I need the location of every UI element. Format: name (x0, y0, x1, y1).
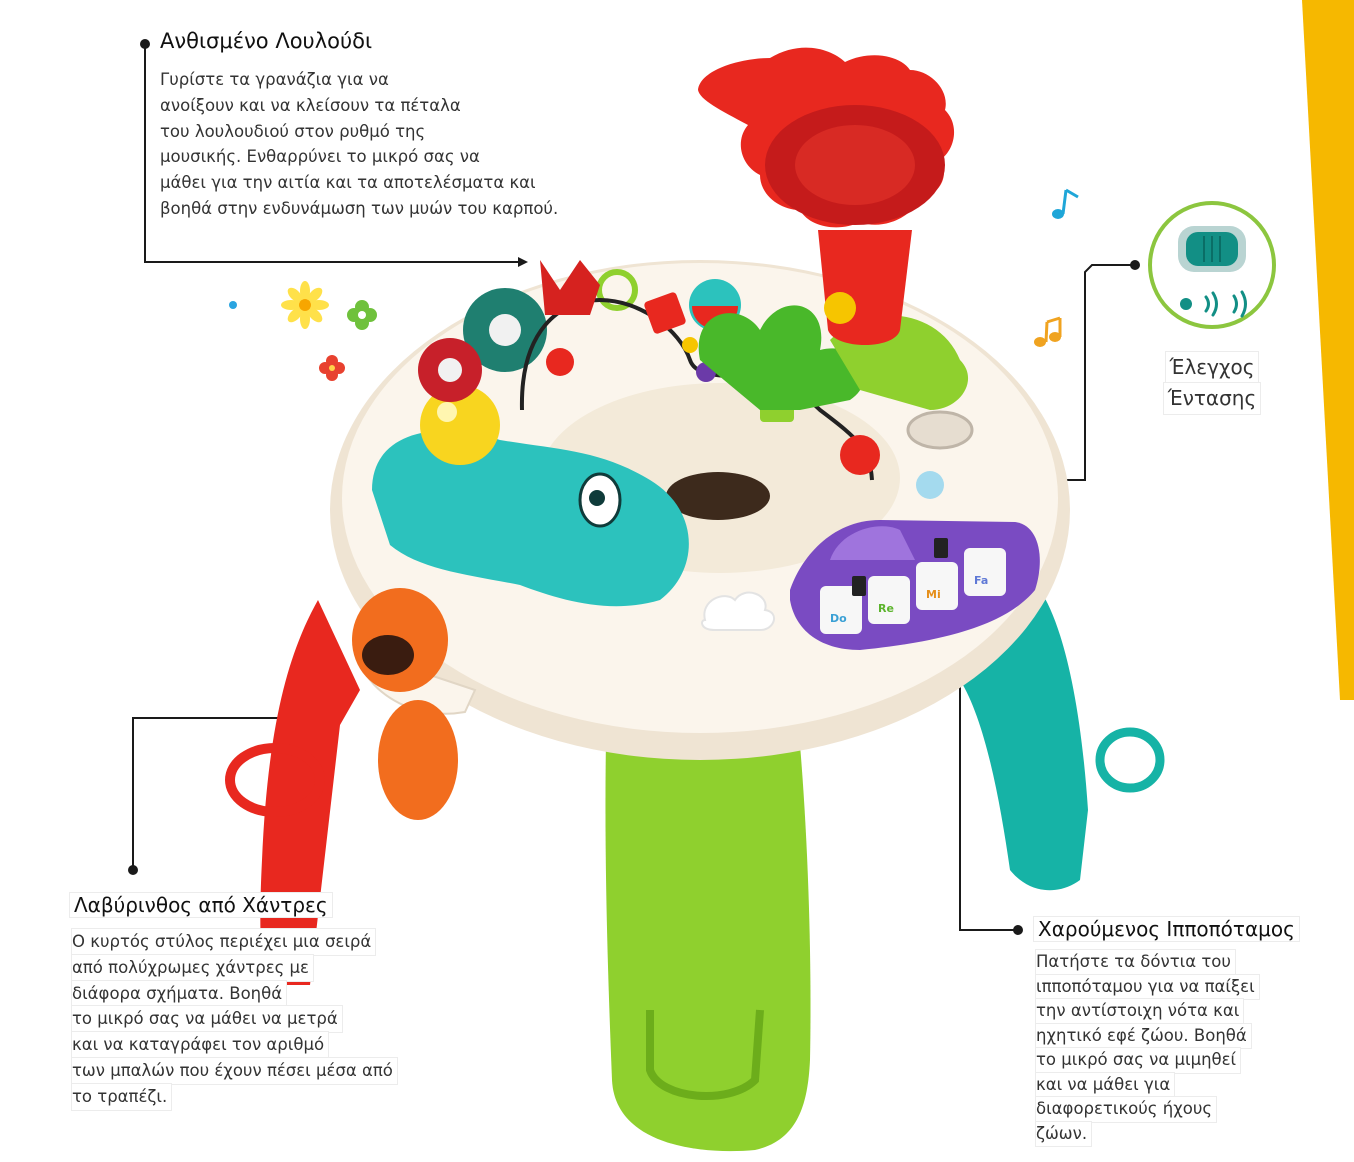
beads-description-line: Ο κυρτός στύλος περιέχει μια σειρά (72, 929, 376, 955)
hippo-description-line: ζώων. (1036, 1121, 1092, 1146)
beads-description-line: το μικρό σας να μάθει να μετρά (72, 1006, 342, 1033)
hippo-description-line: διαφορετικούς ήχους (1036, 1097, 1217, 1122)
monkey-toy (352, 588, 458, 820)
flower-description-line: ανοίξουν και να κλείσουν τα πέταλα (160, 95, 461, 115)
volume-label-line: Έλεγχος (1165, 352, 1259, 383)
yellow-accent-bar (1302, 0, 1354, 700)
flower-description-line: του λουλουδιού στον ρυθμό της (160, 121, 426, 141)
hippo-description-line: ηχητικό εφέ ζώου. Βοηθά (1036, 1023, 1251, 1048)
dot-decoration (229, 301, 237, 309)
hippo-title: Χαρούμενος Ιπποπόταμος (1034, 917, 1299, 941)
music-note-icon (1034, 316, 1062, 347)
beads-description-line: από πολύχρωμες χάντρες με (72, 954, 313, 981)
beads-description-line: το τραπέζι. (72, 1083, 172, 1110)
arrow-head-icon (518, 257, 528, 267)
gears (418, 269, 638, 402)
piano-key-do: Do (830, 612, 847, 625)
hippo-description-line: και να μάθει για (1036, 1072, 1175, 1097)
flower-toy (698, 47, 969, 410)
hippo-piano-toy (790, 471, 1040, 650)
music-note-icon (1052, 188, 1079, 219)
sun-flower-icon (281, 281, 329, 329)
volume-control-icon (1148, 201, 1276, 329)
flower-icon (347, 300, 377, 330)
hippo-description-line: την αντίστοιχη νότα και (1036, 999, 1244, 1024)
callout-dots (128, 39, 1140, 935)
cloud-icon (701, 591, 775, 631)
table-legs (225, 590, 1165, 1152)
beads-description-line: των μπαλών που έχουν πέσει μέσα από (72, 1057, 397, 1084)
hippo-description-line: ιπποπόταμου για να παίξει (1036, 974, 1259, 999)
sound-waves-icon (1204, 290, 1247, 318)
flower-description: Γυρίστε τα γρανάζια για να ανοίξουν και … (160, 67, 558, 222)
hippo-description-line: το μικρό σας να μιμηθεί (1036, 1048, 1241, 1073)
beads-title: Λαβύρινθος από Χάντρες (70, 893, 332, 917)
flower-icon (319, 355, 345, 381)
piano-key-fa: Fa (974, 574, 988, 587)
volume-label: Έλεγχος Έντασης (1150, 352, 1274, 414)
beads-description-line: διάφορα σχήματα. Βοηθά (72, 980, 287, 1007)
flower-title: Ανθισμένο Λουλούδι (160, 29, 373, 53)
hippo-description-line: Πατήστε τα δόντια του (1036, 950, 1235, 975)
flower-description-line: βοηθά στην ενδυνάμωση των μυών του καρπο… (160, 198, 559, 218)
volume-label-line: Έντασης (1163, 383, 1261, 414)
piano-key-mi: Mi (926, 588, 941, 601)
crocodile-toy (372, 385, 689, 607)
flower-description-line: Γυρίστε τα γρανάζια για να (160, 70, 389, 89)
callout-lines (132, 44, 1135, 931)
beads-description-line: και να καταγράφει τον αριθμό (72, 1032, 329, 1058)
flower-description-line: μάθει για την αιτία και τα αποτελέσματα … (160, 173, 536, 193)
hippo-description: Πατήστε τα δόντια του ιπποπόταμου για να… (1036, 950, 1259, 1146)
beads-description: Ο κυρτός στύλος περιέχει μια σειρά από π… (72, 929, 397, 1110)
piano-key-labels: Do Re Mi Fa (830, 574, 988, 625)
piano-key-re: Re (878, 602, 894, 615)
flower-description-line: μουσικής. Ενθαρρύνει το μικρό σας να (160, 147, 480, 167)
